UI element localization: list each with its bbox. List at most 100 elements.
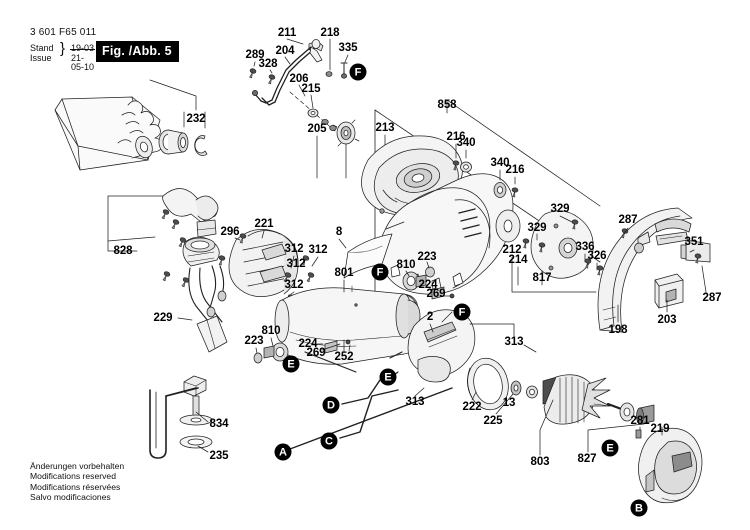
part-handle-rod <box>247 39 348 106</box>
callout-221: 221 <box>254 218 274 230</box>
marker-e-E_center: E <box>379 368 397 386</box>
callout-213: 213 <box>375 122 395 134</box>
callout-329: 329 <box>550 203 570 215</box>
part-rods <box>289 379 453 450</box>
callout-218: 218 <box>320 27 340 39</box>
part-cover-817 <box>521 210 604 279</box>
part-ring-222 <box>467 357 538 411</box>
brace-glyph: } <box>60 40 66 57</box>
callout-269: 269 <box>426 288 446 300</box>
callout-336: 336 <box>575 241 595 253</box>
callout-8: 8 <box>335 226 343 238</box>
callout-329: 329 <box>527 222 547 234</box>
callout-224: 224 <box>418 279 438 291</box>
stand-date: 19-03 <box>69 43 96 53</box>
footer-line-en: Modifications reserved <box>30 471 116 482</box>
stand-label: Stand <box>30 43 54 53</box>
callout-312: 312 <box>284 243 304 255</box>
part-bolt-834 <box>149 375 213 459</box>
callout-351: 351 <box>684 236 704 248</box>
callout-219: 219 <box>650 423 670 435</box>
callout-206: 206 <box>289 73 309 85</box>
footer-line-de: Änderungen vorbehalten <box>30 461 125 471</box>
callout-817: 817 <box>532 272 552 284</box>
callout-296: 296 <box>220 226 240 238</box>
part-spindle-cluster <box>289 91 360 147</box>
callout-212: 212 <box>502 244 522 256</box>
marker-f-F_top: F <box>349 63 367 81</box>
callout-224: 224 <box>298 338 318 350</box>
callout-858: 858 <box>437 99 457 111</box>
part-elbow-828 <box>159 188 228 353</box>
marker-f-F_right: F <box>453 303 471 321</box>
part-hardware-left <box>253 339 357 373</box>
part-motor-housing-801 <box>274 285 421 365</box>
footer-line-es: Salvo modificaciones <box>30 491 111 502</box>
part-armature-803 <box>542 374 655 425</box>
marker-b-B_marker: B <box>630 499 648 517</box>
callout-828: 828 <box>113 245 133 257</box>
callout-328: 328 <box>258 58 278 70</box>
callout-229: 229 <box>153 312 173 324</box>
callout-214: 214 <box>508 254 528 266</box>
footer-line-fr: Modifications réservées <box>30 481 121 492</box>
callout-312: 312 <box>308 244 328 256</box>
callout-803: 803 <box>530 456 550 468</box>
marker-d-D_marker: D <box>322 396 340 414</box>
part-fan-221 <box>216 229 299 297</box>
callout-13: 13 <box>502 397 516 409</box>
revision-dates: 19-03 21-05-10 <box>69 43 96 73</box>
callout-289: 289 <box>245 49 265 61</box>
callout-340: 340 <box>456 137 476 149</box>
part-outer-guard-198 <box>597 207 711 333</box>
callout-2: 2 <box>426 311 434 323</box>
part-gearcase-2 <box>389 309 476 383</box>
callout-326: 326 <box>587 250 607 262</box>
callout-335: 335 <box>338 42 358 54</box>
callout-827: 827 <box>577 453 597 465</box>
callout-281: 281 <box>630 415 650 427</box>
callout-834: 834 <box>209 418 229 430</box>
callout-216: 216 <box>505 164 525 176</box>
callout-223: 223 <box>244 335 264 347</box>
callout-203: 203 <box>657 314 677 326</box>
callout-312: 312 <box>286 258 306 270</box>
part-chute-assembly <box>54 96 208 171</box>
issue-label: Issue <box>30 52 52 63</box>
callout-222: 222 <box>462 401 482 413</box>
callout-204: 204 <box>275 45 295 57</box>
callout-216: 216 <box>446 131 466 143</box>
callout-223: 223 <box>417 251 437 263</box>
marker-a-A_marker: A <box>274 443 292 461</box>
header-block: 3 601 F65 011 Stand Issue } 19-03 21-05-… <box>30 27 97 72</box>
marker-f-F_mid: F <box>371 263 389 281</box>
callout-313: 313 <box>405 396 425 408</box>
part-endcap-219 <box>635 427 703 504</box>
callout-252: 252 <box>334 351 354 363</box>
footer-disclaimer: Änderungen vorbehalten Modifications res… <box>30 461 124 502</box>
callout-232: 232 <box>186 113 206 125</box>
part-number: 3 601 F65 011 <box>30 27 97 38</box>
callout-235: 235 <box>209 450 229 462</box>
callout-287: 287 <box>702 292 722 304</box>
callout-810: 810 <box>396 259 416 271</box>
figure-badge: Fig. /Abb. 5 <box>96 41 179 62</box>
callout-205: 205 <box>307 123 327 135</box>
marker-e-E_left: E <box>282 355 300 373</box>
callout-215: 215 <box>301 83 321 95</box>
issue-date: 21-05-10 <box>71 52 95 72</box>
callout-801: 801 <box>334 267 354 279</box>
callout-312: 312 <box>284 279 304 291</box>
callout-810: 810 <box>261 325 281 337</box>
callout-198: 198 <box>608 324 628 336</box>
marker-c-C_marker: C <box>320 432 338 450</box>
callout-287: 287 <box>618 214 638 226</box>
callout-313: 313 <box>504 336 524 348</box>
callout-211: 211 <box>277 27 297 39</box>
callout-269: 269 <box>306 347 326 359</box>
revision-block: Stand Issue } 19-03 21-05-10 <box>30 40 96 72</box>
callout-225: 225 <box>483 415 503 427</box>
callout-340: 340 <box>490 157 510 169</box>
